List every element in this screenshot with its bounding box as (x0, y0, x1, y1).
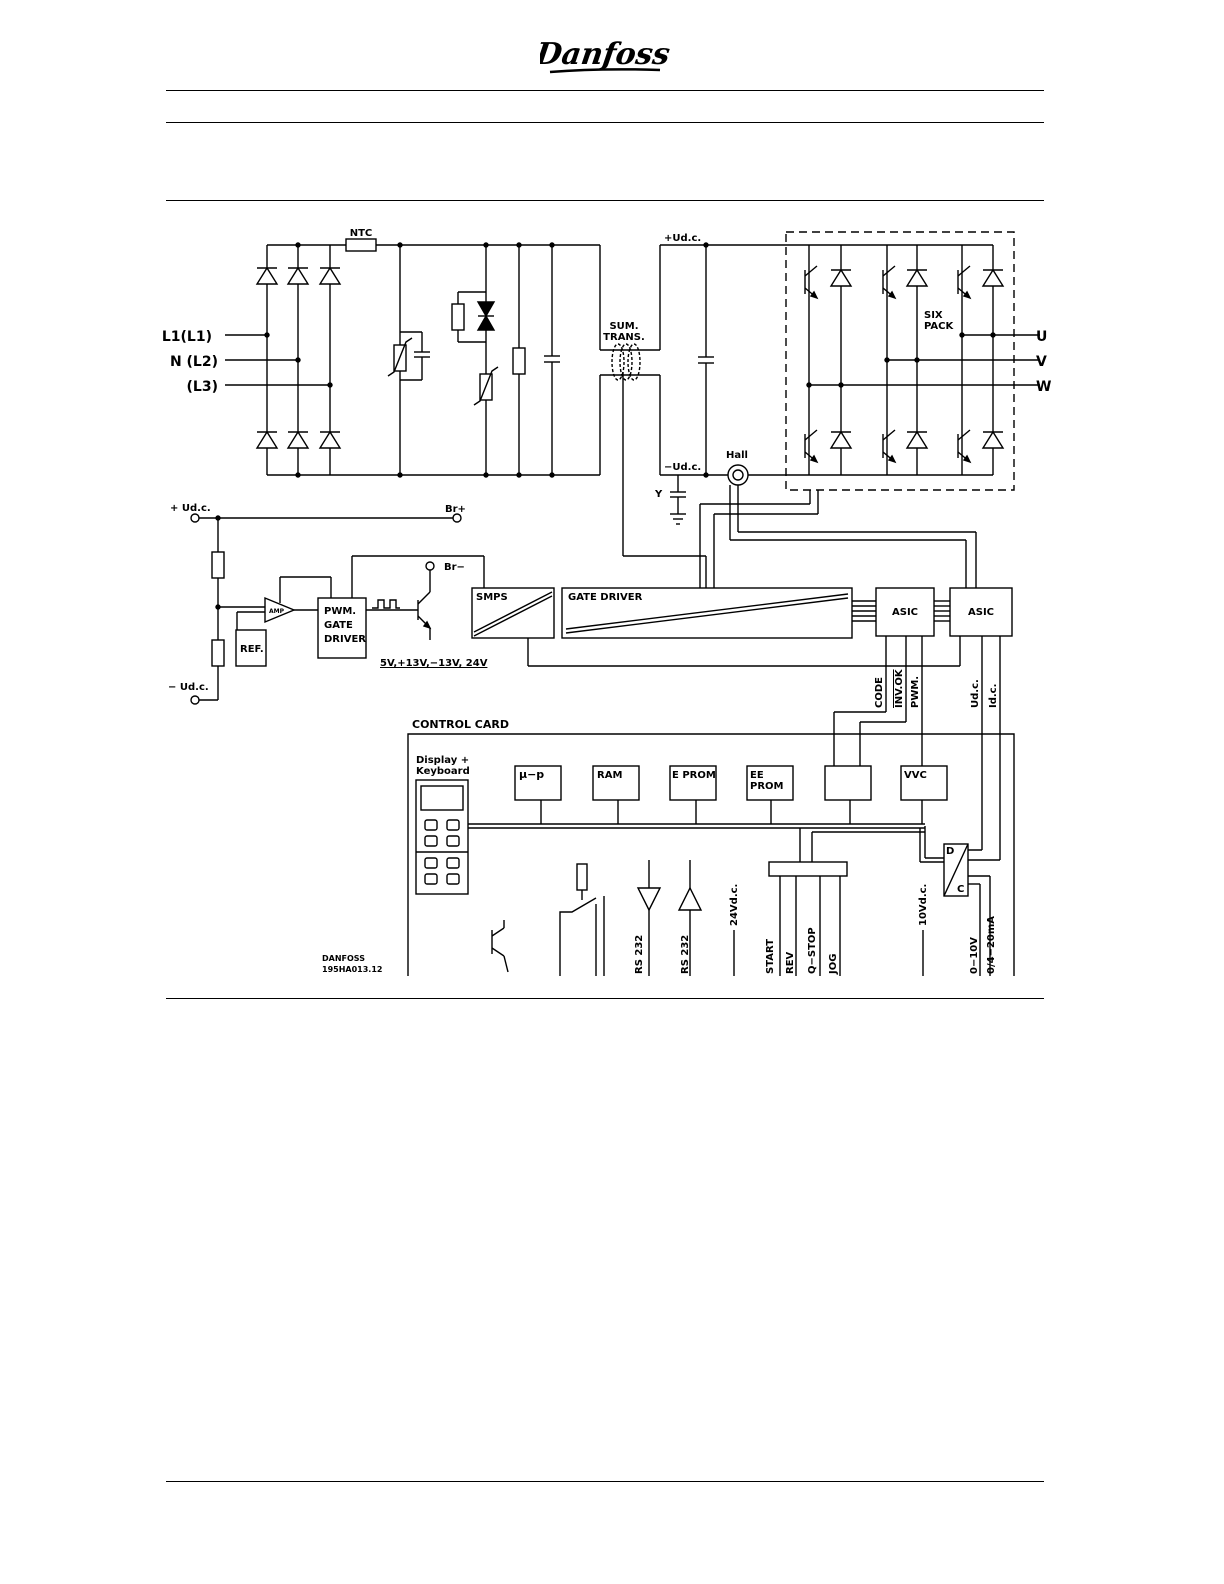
label-y: Y (654, 489, 663, 500)
label-plus-udc-brake: + Ud.c. (170, 503, 211, 514)
label-vvc: VVC (904, 770, 927, 781)
rectifier-bridge (225, 242, 600, 478)
label-d: D (946, 846, 954, 857)
figure-rule-bottom (166, 998, 1044, 999)
label-c: C (957, 884, 964, 895)
label-eeprom-2: PROM (750, 781, 784, 792)
label-ntc: NTC (350, 228, 373, 239)
label-udc-signal: Ud.c. (970, 679, 981, 708)
label-start: START (765, 939, 776, 974)
sum-transformer (599, 245, 660, 556)
label-pwm-1: PWM. (324, 606, 356, 617)
label-minus-udc-brake: − Ud.c. (168, 682, 209, 693)
control-card (407, 733, 1015, 976)
label-inv-ok: INV.OK (894, 668, 905, 708)
label-sum: SUM. (609, 321, 638, 332)
label-minus-udc: −Ud.c. (664, 462, 701, 473)
label-pwm-3: DRIVER (324, 634, 366, 645)
figure-rule-top (166, 200, 1044, 201)
label-idc-signal: Id.c. (988, 684, 999, 708)
label-danfoss: DANFOSS (322, 954, 365, 963)
ntc-resistor (345, 238, 377, 252)
label-rev: REV (785, 951, 796, 974)
label-doc-ref: 195HA013.12 (322, 965, 382, 974)
label-display-1: Display + (416, 755, 469, 766)
label-code: CODE (874, 677, 885, 708)
label-asic-2: ASIC (968, 607, 994, 618)
label-asic-1: ASIC (892, 607, 918, 618)
label-br-minus: Br− (444, 562, 465, 573)
label-pwm-signal: PWM. (910, 676, 921, 708)
label-pack: PACK (924, 321, 954, 332)
label-n-l2: N (L2) (170, 354, 218, 370)
inrush-network (451, 245, 499, 475)
label-l1: L1(L1) (162, 329, 212, 345)
label-ref: REF. (240, 644, 264, 655)
label-microprocessor: μ−p (519, 768, 544, 781)
label-v: V (1036, 354, 1047, 370)
label-0-4-20ma: 0/4−20mA (986, 916, 997, 974)
label-u: U (1036, 329, 1047, 345)
label-amp: AMP (269, 608, 285, 615)
label-smps: SMPS (476, 592, 508, 603)
label-ram: RAM (597, 770, 622, 781)
label-gate-driver: GATE DRIVER (568, 592, 643, 603)
label-display-2: Keyboard (416, 766, 470, 777)
frequency-converter-block-diagram: L1(L1) N (L2) (L3) NTC (162, 228, 1051, 976)
label-rs232-a: RS 232 (634, 935, 645, 974)
label-hall: Hall (726, 450, 748, 461)
label-plus-udc: +Ud.c. (664, 233, 701, 244)
input-varistor-filter (387, 245, 430, 475)
footer-rule (166, 1481, 1044, 1482)
label-w: W (1036, 379, 1051, 395)
header-rule-bottom (166, 122, 1044, 123)
label-l3: (L3) (187, 379, 218, 395)
logo-text: Danfoss (540, 37, 672, 72)
bleed-resistor (512, 347, 526, 375)
label-rs232-b: RS 232 (680, 935, 691, 974)
label-10vdc: 10Vd.c. (918, 884, 929, 926)
label-jog: JOG (828, 954, 839, 975)
six-pack-inverter (785, 231, 1040, 491)
label-pwm-2: GATE (324, 620, 353, 631)
label-q-stop: Q−STOP (807, 927, 818, 974)
label-voltages: 5V,+13V,−13V, 24V (380, 658, 488, 669)
brake-circuit (190, 513, 485, 705)
label-six: SIX (924, 310, 943, 321)
label-0-10v: 0−10V (969, 937, 980, 974)
power-card-blocks (471, 485, 1013, 667)
label-trans: TRANS. (603, 332, 645, 343)
label-eprom: E PROM (672, 770, 716, 781)
label-eeprom-1: EE (750, 770, 764, 781)
label-br-plus: Br+ (445, 504, 466, 515)
control-signal-lines (833, 636, 1001, 861)
label-24vdc: 24Vd.c. (729, 884, 740, 926)
hall-sensor (727, 464, 749, 486)
header-rule-top (166, 90, 1044, 91)
danfoss-logo: Danfoss (540, 37, 672, 74)
label-control-card: CONTROL CARD (412, 718, 509, 731)
